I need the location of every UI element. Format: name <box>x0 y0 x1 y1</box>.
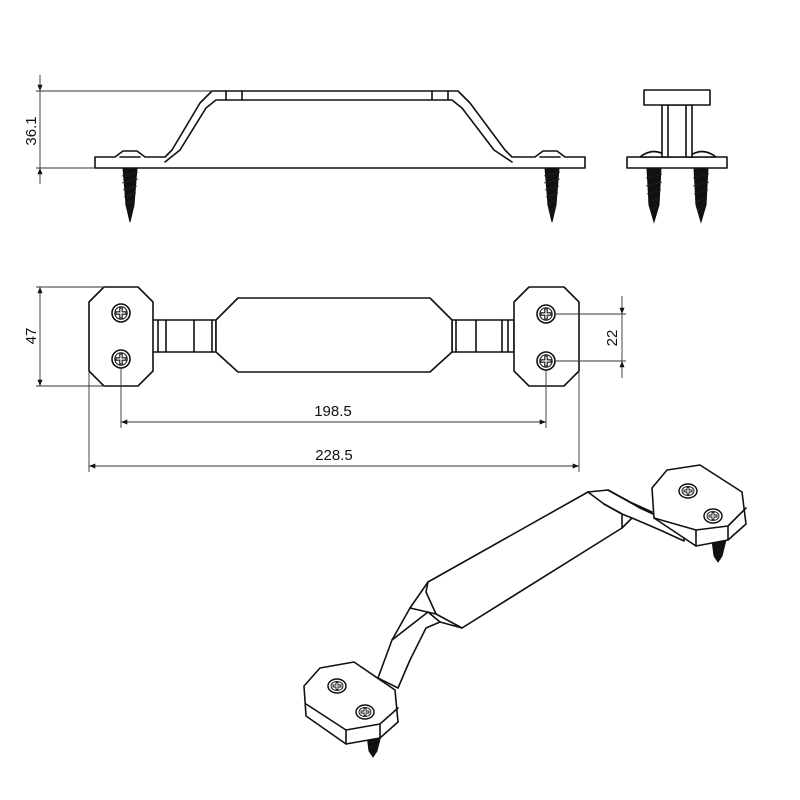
screw-head-icon <box>111 303 131 323</box>
iso-handle-body <box>377 489 685 689</box>
plan-view: 47 22 198.5 228.5 <box>23 286 626 472</box>
height-label: 36.1 <box>23 116 40 145</box>
overall-length-label: 228.5 <box>315 447 353 464</box>
dimension-overall-length: 228.5 <box>88 371 580 472</box>
screw-head-icon <box>536 304 556 324</box>
iso-mount-plate-right <box>651 464 747 547</box>
screw-left <box>121 167 139 223</box>
screw-right <box>543 167 561 223</box>
dimension-height: 36.1 <box>23 75 212 184</box>
mount-plate-right <box>513 286 580 387</box>
screw-head-icon <box>355 704 375 720</box>
side-view: 36.1 <box>23 75 586 223</box>
hole-centers-label: 198.5 <box>314 403 352 420</box>
mount-plate-left <box>88 286 154 387</box>
handle-profile <box>94 90 586 169</box>
grip-body <box>215 297 453 373</box>
hole-spacing-label: 22 <box>604 330 621 347</box>
screw-head-icon <box>703 508 723 524</box>
end-stem <box>661 104 693 158</box>
screw-head-icon <box>327 678 347 694</box>
end-view <box>626 89 728 224</box>
end-grip <box>643 89 711 106</box>
dimension-hole-centers: 198.5 <box>120 368 547 428</box>
isometric-view <box>303 464 747 758</box>
screw-head-icon <box>536 351 556 371</box>
end-base-plate <box>626 156 728 169</box>
screw-head-icon <box>678 483 698 499</box>
screw-head-icon <box>111 349 131 369</box>
plate-width-label: 47 <box>23 328 40 345</box>
dimension-hole-spacing: 22 <box>555 296 626 378</box>
dimension-plate-width: 47 <box>23 286 104 387</box>
